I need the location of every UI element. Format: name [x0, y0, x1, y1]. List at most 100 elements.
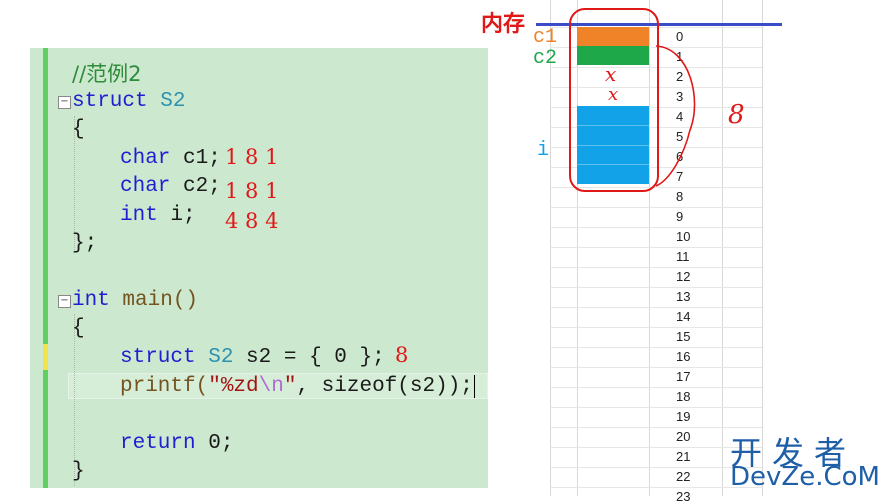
main-indent-guide — [74, 314, 75, 486]
grid-row-line — [550, 347, 762, 348]
code-line-printf: printf("%zd\n", sizeof(s2)); — [120, 375, 475, 398]
grid-row-line — [550, 227, 762, 228]
memory-offset-label: 14 — [676, 309, 691, 324]
grid-row-line — [550, 427, 762, 428]
watermark-site-text: DevZe.CoM — [730, 462, 880, 492]
code-editor[interactable]: − − //范例2 struct S2 { char c1; char c2; … — [30, 48, 488, 488]
memory-offset-label: 23 — [676, 489, 691, 504]
code-line-main-decl: int main() — [72, 287, 198, 315]
memory-offset-label: 12 — [676, 269, 691, 284]
code-line-member-c2: char c2; — [120, 175, 221, 198]
i-byte-divider-1 — [577, 125, 649, 126]
text-cursor — [473, 375, 475, 398]
memory-offset-label: 13 — [676, 289, 691, 304]
grid-col-line-1 — [550, 0, 551, 496]
grid-row-line — [550, 487, 762, 488]
grid-row-line — [550, 47, 762, 48]
memory-offset-label: 5 — [676, 129, 684, 144]
code-line-main-open: { — [72, 317, 85, 340]
grid-row-line — [550, 287, 762, 288]
grid-col-line-3 — [649, 0, 650, 496]
grid-row-line — [550, 407, 762, 408]
unsaved-change-marker — [43, 344, 48, 370]
code-line-member-i: int i; — [120, 204, 196, 227]
code-line-return: return 0; — [120, 432, 234, 455]
current-line-highlight — [68, 373, 488, 399]
grid-row-line — [550, 27, 762, 28]
function-main: main() — [122, 289, 199, 312]
code-line-s2-decl: struct S2 s2 = { 0 }; — [120, 346, 385, 369]
i-byte-divider-3 — [577, 164, 649, 165]
memory-offset-label: 7 — [676, 169, 684, 184]
code-line-close-struct: }; — [72, 232, 98, 255]
grid-row-line — [550, 247, 762, 248]
code-line-main-close: } — [72, 460, 85, 483]
code-comment: //范例2 — [72, 62, 142, 86]
keyword-struct: struct — [72, 90, 148, 113]
change-indicator-bar — [43, 48, 48, 488]
grid-row-line — [550, 207, 762, 208]
type-s2: S2 — [160, 90, 186, 113]
memory-offset-label: 17 — [676, 369, 691, 384]
padding-mark-offset-2: x — [605, 62, 617, 86]
annotation-c2-align: 1 8 1 — [225, 179, 279, 203]
memory-title: 内存 — [481, 12, 526, 37]
grid-row-line — [550, 67, 762, 68]
annotation-total-size: 8 — [728, 100, 745, 130]
memory-top-line — [536, 23, 782, 26]
annotation-i-align: 4 8 4 — [225, 209, 279, 233]
struct-fold-toggle[interactable]: − — [58, 96, 71, 109]
grid-row-line — [550, 467, 762, 468]
memory-cell-c2 — [577, 46, 649, 65]
memory-offset-label: 11 — [676, 249, 690, 264]
memory-offset-label: 0 — [676, 29, 684, 44]
memory-offset-label: 22 — [676, 469, 691, 484]
memory-offset-label: 1 — [676, 49, 684, 64]
grid-row-line — [550, 447, 762, 448]
grid-row-line — [550, 167, 762, 168]
memory-offset-label: 20 — [676, 429, 691, 444]
memory-offset-label: 18 — [676, 389, 691, 404]
struct-indent-guide — [74, 116, 75, 252]
memory-offset-label: 9 — [676, 209, 684, 224]
memory-offset-label: 8 — [676, 189, 684, 204]
label-i: i — [537, 139, 550, 162]
grid-row-line — [550, 187, 762, 188]
memory-offset-label: 10 — [676, 229, 691, 244]
grid-col-line-2 — [577, 0, 578, 496]
code-line-member-c1: char c1; — [120, 147, 221, 170]
code-line-struct-decl: struct S2 — [72, 88, 185, 116]
grid-row-line — [550, 327, 762, 328]
grid-row-line — [550, 267, 762, 268]
memory-offset-label: 3 — [676, 89, 684, 104]
grid-row-line — [550, 107, 762, 108]
grid-row-line — [550, 387, 762, 388]
main-fold-toggle[interactable]: − — [58, 295, 71, 308]
i-byte-divider-2 — [577, 145, 649, 146]
watermark-logo-text: 开发者 — [730, 434, 857, 472]
annotation-s2-size: 8 — [395, 343, 409, 367]
memory-offset-label: 16 — [676, 349, 691, 364]
grid-row-line — [550, 127, 762, 128]
memory-cell-c1 — [577, 27, 649, 46]
annotation-c1-align: 1 8 1 — [225, 145, 279, 169]
label-c1: c1 — [533, 26, 558, 49]
grid-row-line — [550, 367, 762, 368]
label-c2: c2 — [533, 47, 558, 70]
keyword-int: int — [72, 289, 110, 312]
grid-row-line — [550, 147, 762, 148]
memory-offset-label: 4 — [676, 109, 684, 124]
grid-col-line-4 — [722, 0, 723, 496]
grid-row-line — [550, 87, 762, 88]
size-brace — [655, 45, 696, 187]
memory-offset-label: 6 — [676, 149, 684, 164]
code-line-open-brace: { — [72, 118, 85, 141]
grid-row-line — [550, 307, 762, 308]
padding-mark-offset-3: x — [608, 84, 619, 105]
struct-memory-outline — [569, 8, 659, 192]
memory-offset-label: 21 — [676, 449, 691, 464]
grid-col-line-5 — [762, 0, 763, 496]
memory-offset-label: 2 — [676, 69, 684, 84]
memory-offset-label: 15 — [676, 329, 691, 344]
memory-offset-label: 19 — [676, 409, 691, 424]
